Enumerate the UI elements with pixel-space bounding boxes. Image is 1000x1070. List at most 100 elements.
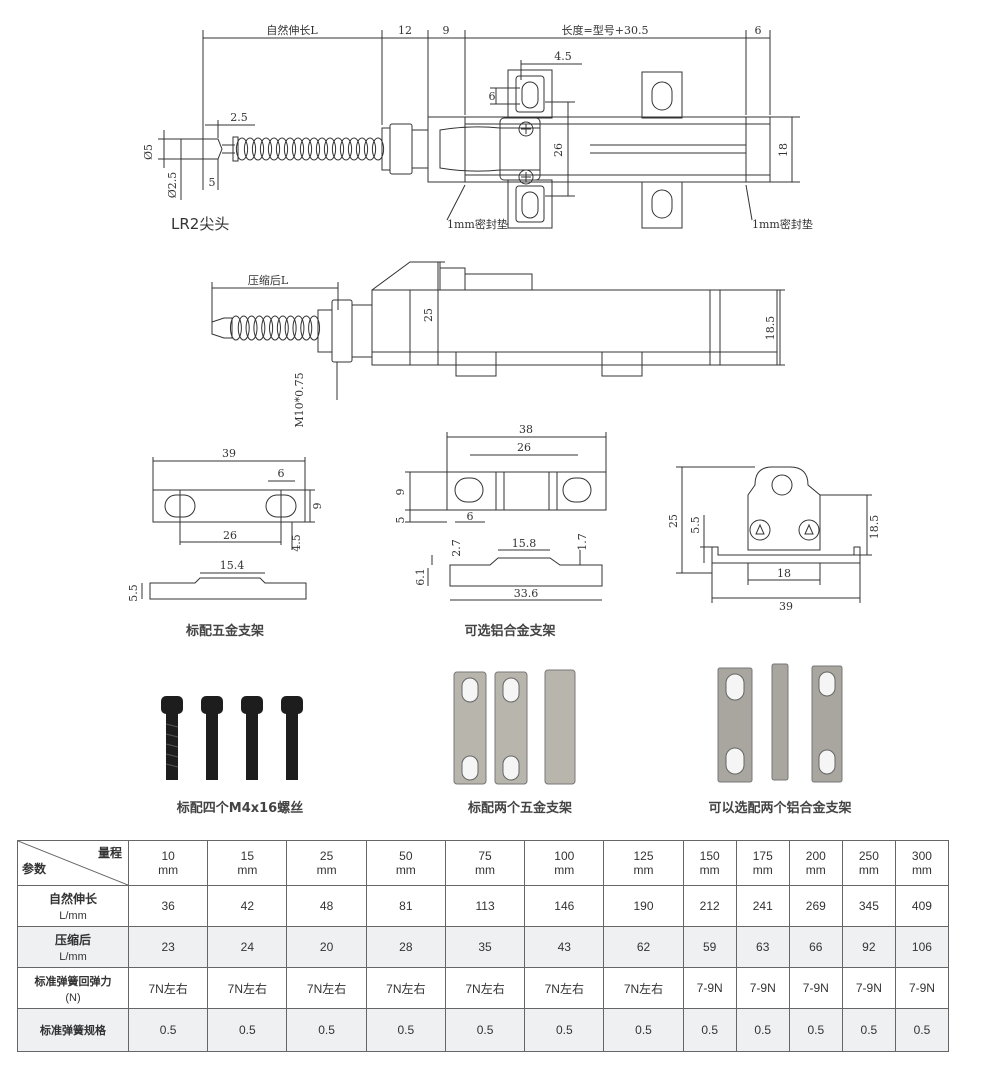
table-cell: 0.5 [444,1008,526,1052]
spring-coil [315,137,329,161]
dim-2-5: 2.5 [230,111,248,124]
table-cell: 0.5 [365,1008,446,1052]
dim-2-7: 2.7 [450,539,463,557]
table-cell: 35 [444,926,526,968]
dim-4-5-br: 4.5 [290,534,303,552]
std-bracket-drawing: 39 6 9 26 4.5 15.4 5.5 [127,447,324,602]
table-cell: 7-9N [682,967,737,1009]
table-cell: 0.5 [788,1008,843,1052]
table-cell: 345 [841,885,896,927]
table-cell: 212 [682,885,737,927]
table-cell: 66 [788,926,843,968]
table-cell: 7-9N [788,967,843,1009]
dim-6-small: 6 [489,90,496,103]
spring-coil [339,137,353,161]
dim-26-alu: 26 [517,441,531,454]
top-view-drawing: 自然伸长L 12 9 长度=型号+30.5 6 4.5 6 2.5 Ø5 Ø2.… [142,23,813,231]
spring-coil [331,137,345,161]
spring-coil [283,137,297,161]
dim-4-5: 4.5 [554,50,572,63]
table-cell: 0.5 [524,1008,605,1052]
spring-coil [323,137,337,161]
table-row: 标准弹簧规格 0.5 0.5 0.5 0.5 0.5 0.5 0.5 0.5 0… [17,1008,950,1052]
dim-18: 18 [777,143,790,157]
spring-coil [363,137,377,161]
spring-coil [307,137,321,161]
dim-5-5-br: 5.5 [127,584,140,602]
corner-param: 参数 [22,862,47,876]
table-cell: 269 [788,885,843,927]
spring-coil [259,137,273,161]
table-cell: 7N左右 [365,967,446,1009]
dim-1-7: 1.7 [576,533,589,551]
spring-coil [253,315,266,341]
table-cell: 63 [735,926,790,968]
side-view-drawing: 压缩后L 25 18.5 M10*0.75 [211,261,785,428]
alu-bracket-drawing: 38 26 9 5 6 2.7 15.8 1.7 6.1 33.6 [394,423,607,601]
spring-coil [243,137,257,161]
dim-26-br: 26 [223,529,237,542]
table-cell: 0.5 [127,1008,209,1052]
table-cell: 0.5 [841,1008,896,1052]
table-cell: 7N左右 [127,967,209,1009]
spring-coil [308,315,321,341]
spring-coil [235,137,249,161]
table-cell: 28 [365,926,446,968]
table-cell: 7N左右 [286,967,367,1009]
table-cell: 0.5 [735,1008,790,1052]
screws-photo [161,696,303,780]
alu-brackets-photo [717,663,843,783]
table-cell: 7N左右 [524,967,605,1009]
spring-coil [355,137,369,161]
table-cell: 0.5 [603,1008,684,1052]
table-cell: 190 [603,885,684,927]
seal-left-label: 1mm密封垫 [447,217,508,231]
table-cell: 48 [286,885,367,927]
table-cell: 0.5 [682,1008,737,1052]
table-cell: 146 [524,885,605,927]
spring-coil [269,315,281,341]
spring-coil [276,315,289,341]
dim-12: 12 [398,24,412,37]
table-cell: 7N左右 [444,967,526,1009]
spring-coil [245,315,258,341]
corner-range: 量程 [97,846,122,860]
dim-phi2-5: Ø2.5 [166,172,179,199]
table-cell: 0.5 [894,1008,950,1052]
dim-9: 9 [443,24,450,37]
dim-compressed: 压缩后L [248,274,289,287]
dim-18-5-side: 18.5 [764,316,777,341]
table-row: 标准弹簧回弹力(N) 7N左右 7N左右 7N左右 7N左右 7N左右 7N左右… [17,967,950,1009]
std-brackets-photo [453,669,576,785]
tip-label: LR2尖头 [171,215,230,233]
table-cell: 0.5 [207,1008,288,1052]
corner-diagonal [18,841,128,885]
dim-25-side: 25 [422,308,435,322]
spring-coil [237,315,250,341]
dim-9-alu: 9 [394,489,407,496]
spring-coil [347,137,361,161]
dim-5: 5 [209,176,216,189]
dim-5-alu: 5 [394,517,407,524]
table-cell: 92 [841,926,896,968]
dim-18-5-end: 18.5 [868,515,881,540]
dim-39-end: 39 [779,600,793,613]
seal-right-label: 1mm密封垫 [752,217,813,231]
table-cell: 24 [207,926,288,968]
dim-38: 38 [519,423,533,436]
screws-caption: 标配四个M4x16螺丝 [176,801,304,816]
spring-coil [261,315,274,341]
table-cell: 23 [127,926,209,968]
table-cell: 7N左右 [207,967,288,1009]
